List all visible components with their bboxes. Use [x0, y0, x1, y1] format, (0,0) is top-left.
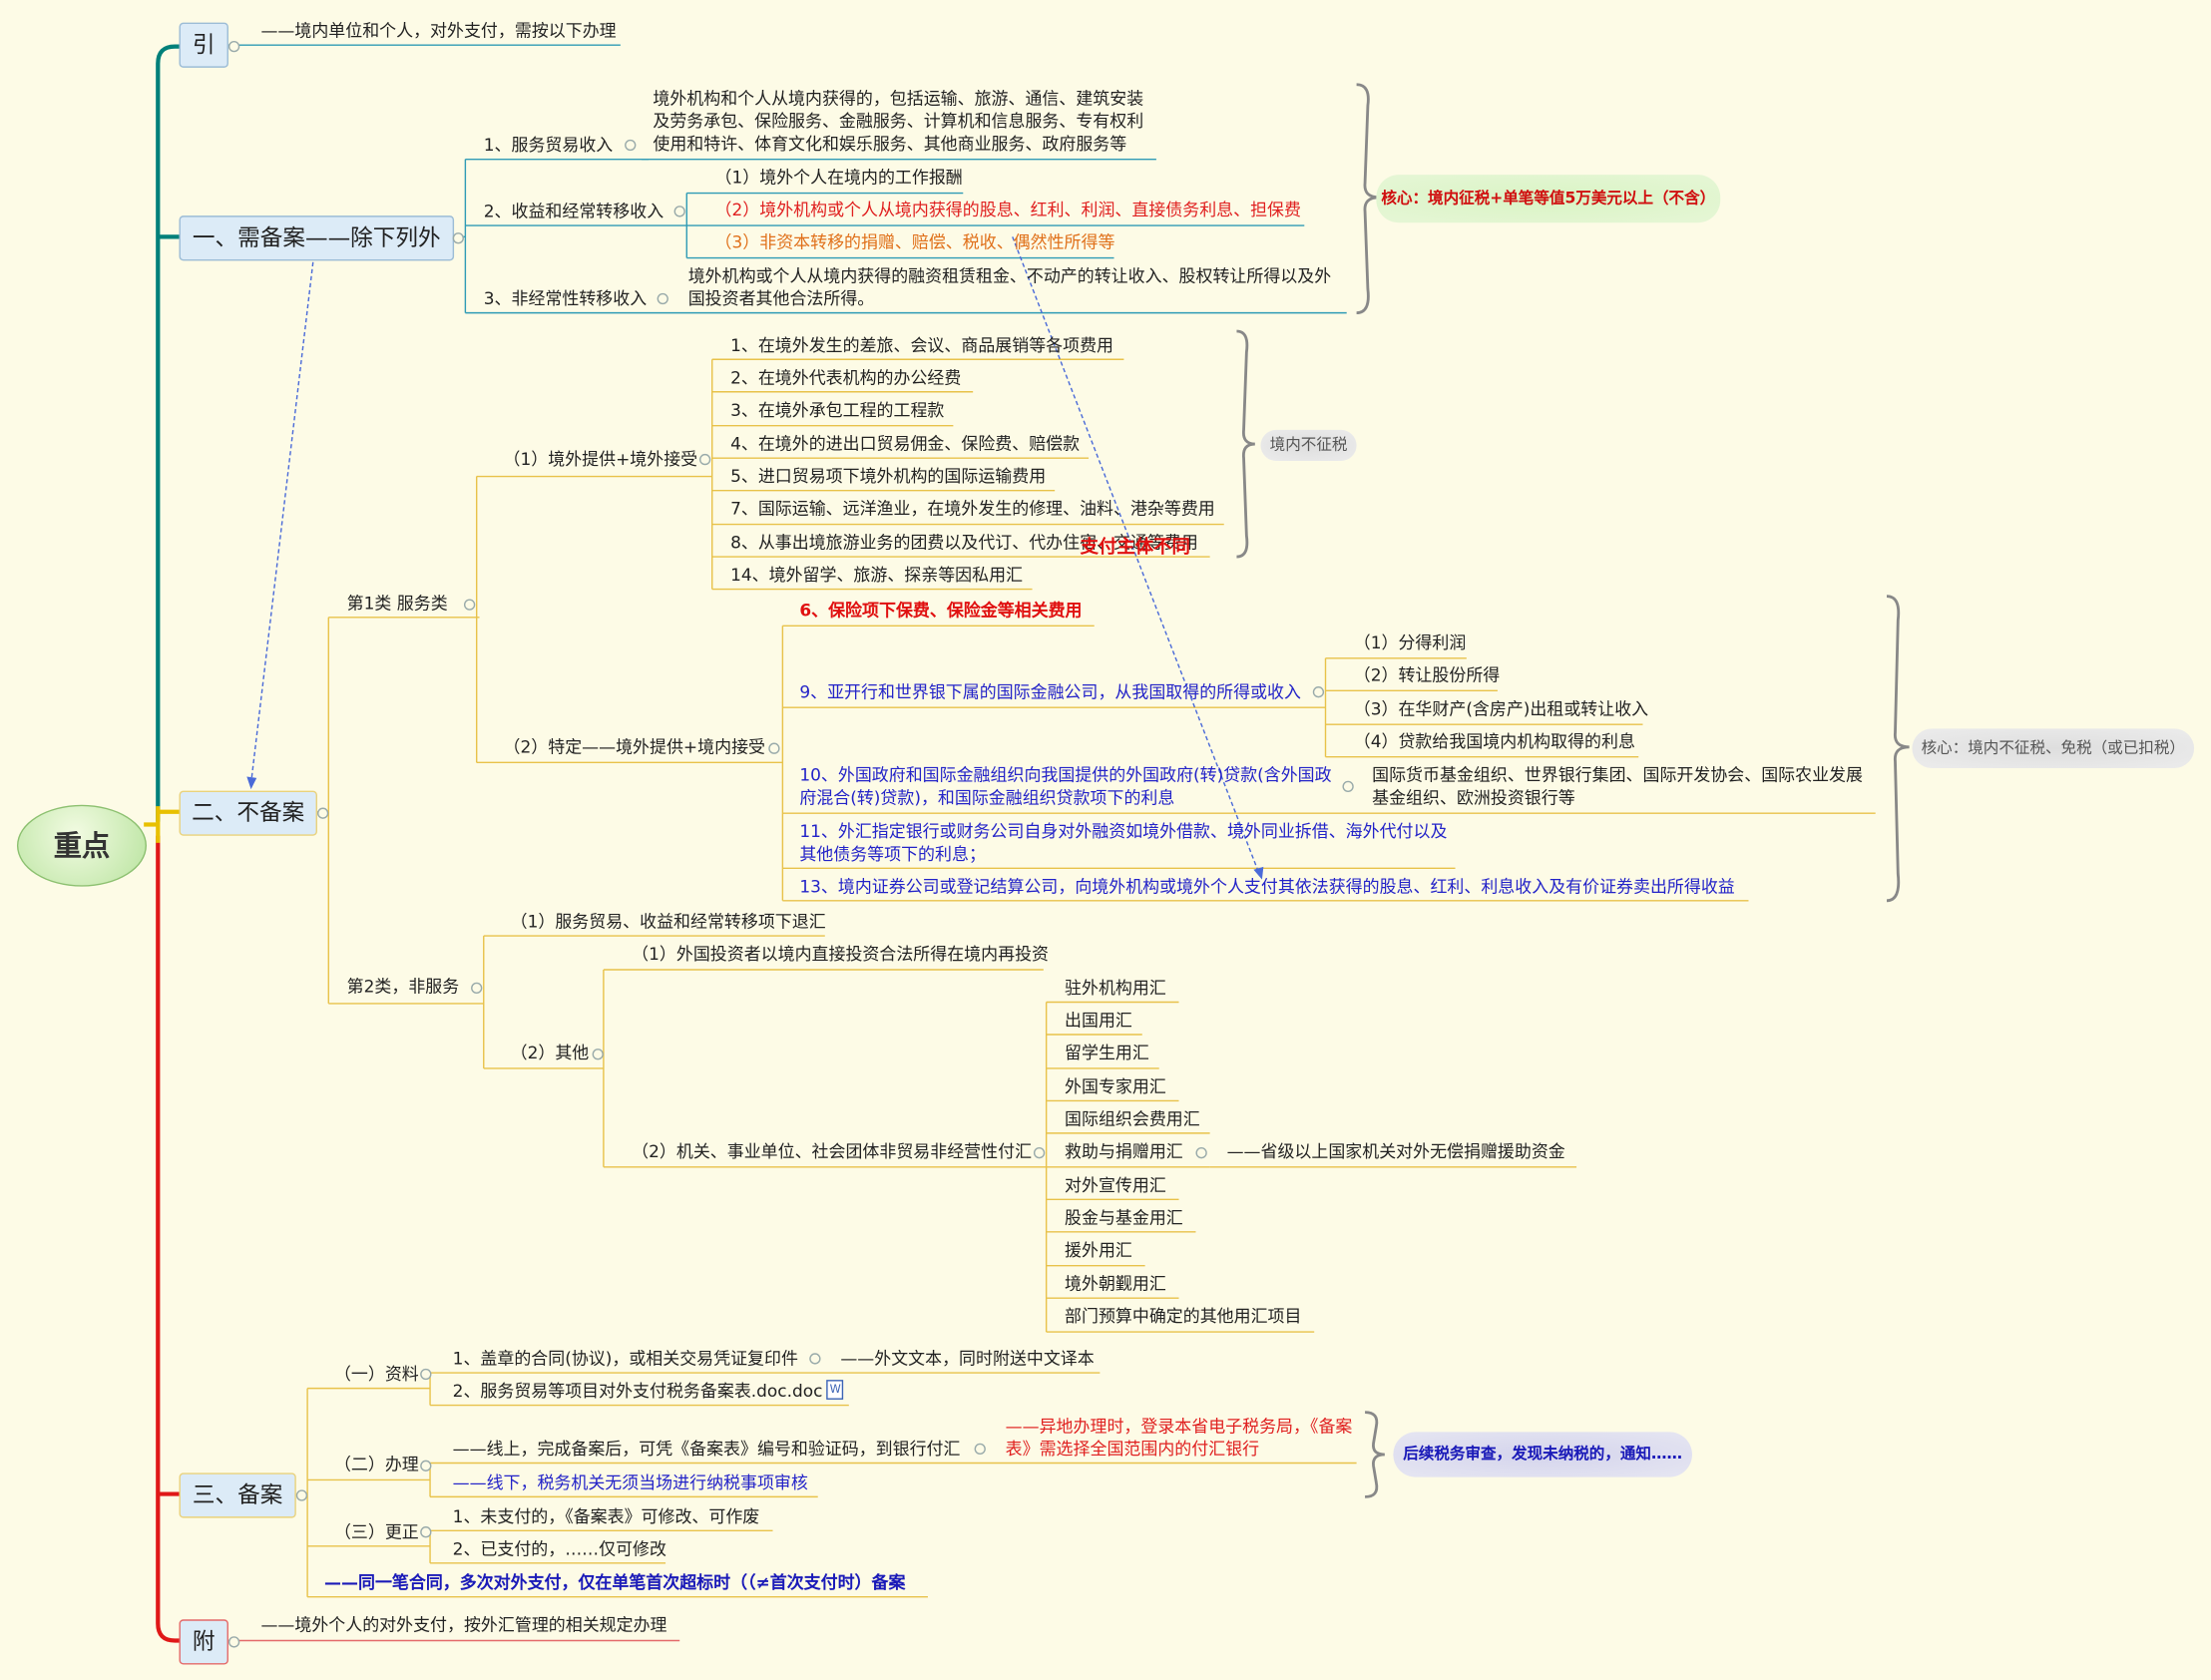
collapse-toggle[interactable]: [227, 1636, 240, 1648]
income-sub-3: （3）非资本转移的捐赠、赔偿、税收、偶然性所得等: [714, 232, 1115, 252]
g1-item-3: 3、在境外承包工程的工程款: [730, 400, 945, 421]
i10-note: 国际货币基金组织、世界银行集团、国际开发协会、国际农业发展基金组织、欧洲投资银行…: [1372, 765, 1863, 808]
g2-item-9[interactable]: 9、亚开行和世界银下属的国际金融公司，从我国取得的所得或收入: [799, 681, 1301, 702]
correct-item-2: 2、已支付的，……仅可修改: [452, 1538, 666, 1559]
process-offline: ——线下，税务机关无须当场进行纳税事项审核: [452, 1472, 808, 1493]
collapse-toggle[interactable]: [1033, 1147, 1046, 1159]
gov-item-4: 外国专家用汇: [1065, 1076, 1166, 1097]
materials-label[interactable]: （一）资料: [333, 1364, 419, 1385]
collapse-toggle[interactable]: [227, 40, 240, 53]
income-label[interactable]: 2、收益和经常转移收入: [483, 202, 664, 221]
section3-node[interactable]: 三、备案: [179, 1472, 296, 1518]
collapse-toggle[interactable]: [420, 1526, 432, 1538]
gov-item-6: 救助与捐赠用汇: [1065, 1141, 1183, 1162]
gov-item-7: 对外宣传用汇: [1065, 1175, 1166, 1196]
donation-note: ——省级以上国家机关对外无偿捐赠援助资金: [1226, 1141, 1565, 1162]
process-online-note: ——异地办理时，登录本省电子税务局，《备案表》需选择全国范围内的付汇银行: [1005, 1416, 1353, 1460]
cat2-reinvest: （1）外国投资者以境内直接投资合法所得在境内再投资: [632, 944, 1049, 965]
gov-item-1: 驻外机构用汇: [1065, 978, 1166, 999]
cat2-label[interactable]: 第2类，非服务: [346, 977, 460, 997]
appendix-node[interactable]: 附: [179, 1619, 228, 1665]
intro-node[interactable]: 引: [179, 22, 228, 68]
collapse-toggle[interactable]: [625, 139, 637, 152]
materials-item-2-text: 2、服务贸易等项目对外支付税务备案表.doc.doc: [452, 1381, 823, 1402]
g2-core-note: 核心：境内不征税、免税（或已扣税）: [1912, 728, 2195, 768]
section1-core-note: 核心：境内征税+单笔等值5万美元以上（不含）: [1376, 175, 1721, 223]
gov-label[interactable]: （2）机关、事业单位、社会团体非贸易非经营性付汇: [632, 1141, 1033, 1162]
collapse-toggle[interactable]: [316, 807, 329, 819]
materials-item-2[interactable]: 2、服务贸易等项目对外支付税务备案表.doc.doc: [452, 1379, 844, 1403]
g2-item-11: 11、外汇指定银行或财务公司自身对外融资如境外借款、境外同业拆借、海外代付以及其…: [799, 821, 1448, 865]
g1-item-7: 7、国际运输、远洋渔业，在境外发生的修理、油料、港杂等费用: [730, 499, 1215, 519]
gov-item-2: 出国用汇: [1065, 1010, 1132, 1031]
collapse-toggle[interactable]: [471, 982, 483, 995]
i9-sub-4: （4）贷款给我国境内机构取得的利息: [1353, 731, 1635, 752]
g1-label[interactable]: （1）境外提供+境外接受: [503, 449, 698, 470]
word-document-icon[interactable]: [826, 1379, 844, 1401]
collapse-toggle[interactable]: [420, 1368, 432, 1381]
intro-note: ——境内单位和个人，对外支付，需按以下办理: [260, 21, 617, 41]
g1-note: 境内不征税: [1260, 429, 1357, 461]
g1-item-1: 1、在境外发生的差旅、会议、商品展销等各项费用: [730, 335, 1113, 356]
materials-item-1-note: ——外文文本，同时附送中文译本: [840, 1349, 1095, 1369]
collapse-toggle[interactable]: [657, 292, 668, 305]
cat1-label[interactable]: 第1类 服务类: [346, 593, 448, 614]
income-sub-1: （1）境外个人在境内的工作报酬: [714, 168, 963, 188]
gov-item-8: 股金与基金用汇: [1065, 1207, 1183, 1228]
service-trade-desc: 境外机构和个人从境内获得的，包括运输、旅游、通信、建筑安装及劳务承包、保险服务、…: [653, 89, 1144, 154]
g1-item-2: 2、在境外代表机构的办公经费: [730, 367, 962, 388]
collapse-toggle[interactable]: [420, 1460, 432, 1471]
collapse-toggle[interactable]: [592, 1049, 604, 1060]
g1-item-4: 4、在境外的进出口贸易佣金、保险费、赔偿款: [730, 434, 1081, 454]
process-online: ——线上，完成备案后，可凭《备案表》编号和验证码，到银行付汇: [452, 1439, 961, 1460]
payer-note: 支付主体不同: [1080, 537, 1190, 559]
g2-item-13: 13、境内证券公司或登记结算公司，向境外机构或境外个人支付其依法获得的股息、红利…: [799, 876, 1735, 897]
nonrecurring-desc: 境外机构或个人从境内获得的融资租赁租金、不动产的转让收入、股权转让所得以及外国投…: [687, 266, 1332, 309]
cat2-refund: （1）服务贸易、收益和经常转移项下退汇: [510, 912, 826, 932]
collapse-toggle[interactable]: [768, 742, 780, 754]
g1-item-14: 14、境外留学、旅游、探亲等因私用汇: [730, 565, 1024, 586]
collapse-toggle[interactable]: [463, 599, 476, 611]
correct-label[interactable]: （三）更正: [333, 1521, 419, 1542]
nonrecurring-label[interactable]: 3、非经常性转移收入: [483, 288, 648, 309]
i9-sub-2: （2）转让股份所得: [1353, 664, 1501, 685]
collapse-toggle[interactable]: [809, 1353, 821, 1365]
section2-node[interactable]: 二、不备案: [179, 790, 317, 836]
gov-item-11: 部门预算中确定的其他用汇项目: [1065, 1306, 1302, 1327]
income-sub-2: （2）境外机构或个人从境内获得的股息、红利、利润、直接债务利息、担保费: [714, 200, 1301, 220]
g2-label[interactable]: （2）特定——境外提供+境内接受: [503, 736, 766, 757]
section3-rule: ——同一笔合同，多次对外支付，仅在单笔首次超标时（（≠首次支付时）备案: [324, 1572, 906, 1593]
collapse-toggle[interactable]: [673, 206, 685, 217]
i9-sub-1: （1）分得利润: [1353, 632, 1467, 653]
gov-item-5: 国际组织会费用汇: [1065, 1108, 1200, 1129]
service-trade-label[interactable]: 1、服务贸易收入: [483, 135, 614, 156]
collapse-toggle[interactable]: [1312, 686, 1325, 698]
g2-item-6: 6、保险项下保费、保险金等相关费用: [799, 600, 1083, 621]
materials-item-1: 1、盖章的合同(协议)，或相关交易凭证复印件: [452, 1349, 798, 1369]
gov-item-9: 援外用汇: [1065, 1240, 1132, 1261]
g1-item-8: 8、从事出境旅游业务的团费以及代订、代办住宿、交通等费用: [730, 533, 1198, 553]
collapse-toggle[interactable]: [1195, 1147, 1207, 1159]
root-node[interactable]: 重点: [16, 804, 147, 887]
collapse-toggle[interactable]: [698, 453, 711, 466]
correct-item-1: 1、未支付的，《备案表》可修改、可作废: [452, 1506, 760, 1527]
i9-sub-3: （3）在华财产(含房产)出租或转让收入: [1353, 698, 1649, 719]
section1-node[interactable]: 一、需备案——除下列外: [179, 215, 455, 261]
collapse-toggle[interactable]: [1342, 780, 1354, 792]
gov-item-3: 留学生用汇: [1065, 1043, 1149, 1063]
followup-note: 后续税务审查，发现未纳税的，通知……: [1393, 1432, 1692, 1477]
cat2-other-label[interactable]: （2）其他: [510, 1043, 590, 1063]
appendix-note: ——境外个人的对外支付，按外汇管理的相关规定办理: [260, 1615, 667, 1635]
collapse-toggle[interactable]: [974, 1443, 986, 1456]
g1-item-5: 5、进口贸易项下境外机构的国际运输费用: [730, 466, 1047, 487]
gov-item-10: 境外朝觐用汇: [1065, 1274, 1166, 1294]
collapse-toggle[interactable]: [295, 1489, 308, 1501]
g2-item-10[interactable]: 10、外国政府和国际金融组织向我国提供的外国政府(转)贷款(含外国政府混合(转)…: [799, 765, 1332, 808]
process-label[interactable]: （二）办理: [333, 1455, 419, 1474]
collapse-toggle[interactable]: [452, 232, 464, 244]
